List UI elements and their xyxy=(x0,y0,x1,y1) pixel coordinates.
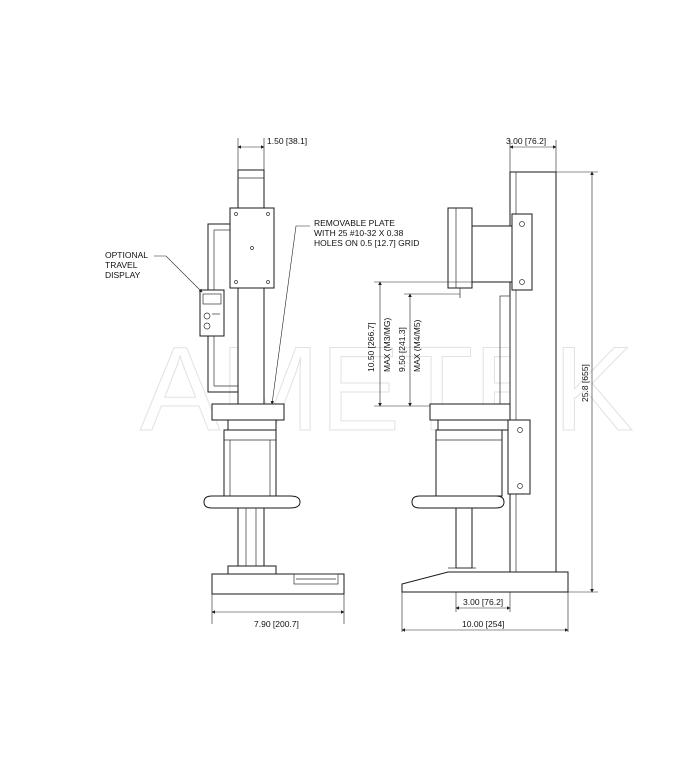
dim-top-width-side: 3.00 [76.2] xyxy=(506,136,546,146)
dim-top-width-front: 1.50 [38.1] xyxy=(267,136,307,146)
lower-carriage xyxy=(507,419,531,495)
dim-overall-height: 25.8 [655] xyxy=(580,364,590,402)
dim-travel-m4: 9.50 [241.3] xyxy=(397,327,407,372)
lower-shaft xyxy=(237,507,265,569)
callout-plate-line3: HOLES ON 0.5 [12.7] GRID xyxy=(314,238,419,248)
dim-travel-m3: 10.50 [266.7] xyxy=(366,322,376,372)
load-body xyxy=(223,429,277,497)
side-base xyxy=(401,571,569,593)
side-shaft xyxy=(455,507,473,569)
upper-platen xyxy=(211,403,285,421)
dim-travel-m3-label: MAX (M3/MG) xyxy=(382,318,392,372)
side-platen xyxy=(429,403,511,421)
dim-lower-width-side: 3.00 [76.2] xyxy=(463,597,503,607)
side-handwheel xyxy=(411,495,505,509)
callout-plate-line2: WITH 25 #10-32 X 0.38 xyxy=(314,228,404,238)
callout-plate-line1: REMOVABLE PLATE xyxy=(314,218,395,228)
callout-display-line3: DISPLAY xyxy=(105,270,141,280)
column xyxy=(237,169,265,416)
travel-display xyxy=(199,289,225,337)
side-view: 3.00 [76.2] 10.50 [266.7] MAX (M3/MG) 9.… xyxy=(366,136,598,632)
dim-travel-m4-label: MAX (M4/M5) xyxy=(412,319,422,372)
callout-display-line1: OPTIONAL xyxy=(105,250,148,260)
front-view: 1.50 [38.1] REMOVABLE PLATE WITH 25 #10-… xyxy=(105,136,419,629)
dim-base-width-side: 10.00 [254] xyxy=(462,619,505,629)
callout-display-line2: TRAVEL xyxy=(105,260,138,270)
upper-carriage xyxy=(511,213,533,291)
removable-plate xyxy=(229,207,275,289)
side-plate xyxy=(447,207,473,289)
dim-base-width-front: 7.90 [200.7] xyxy=(254,619,299,629)
handwheel xyxy=(203,495,301,509)
